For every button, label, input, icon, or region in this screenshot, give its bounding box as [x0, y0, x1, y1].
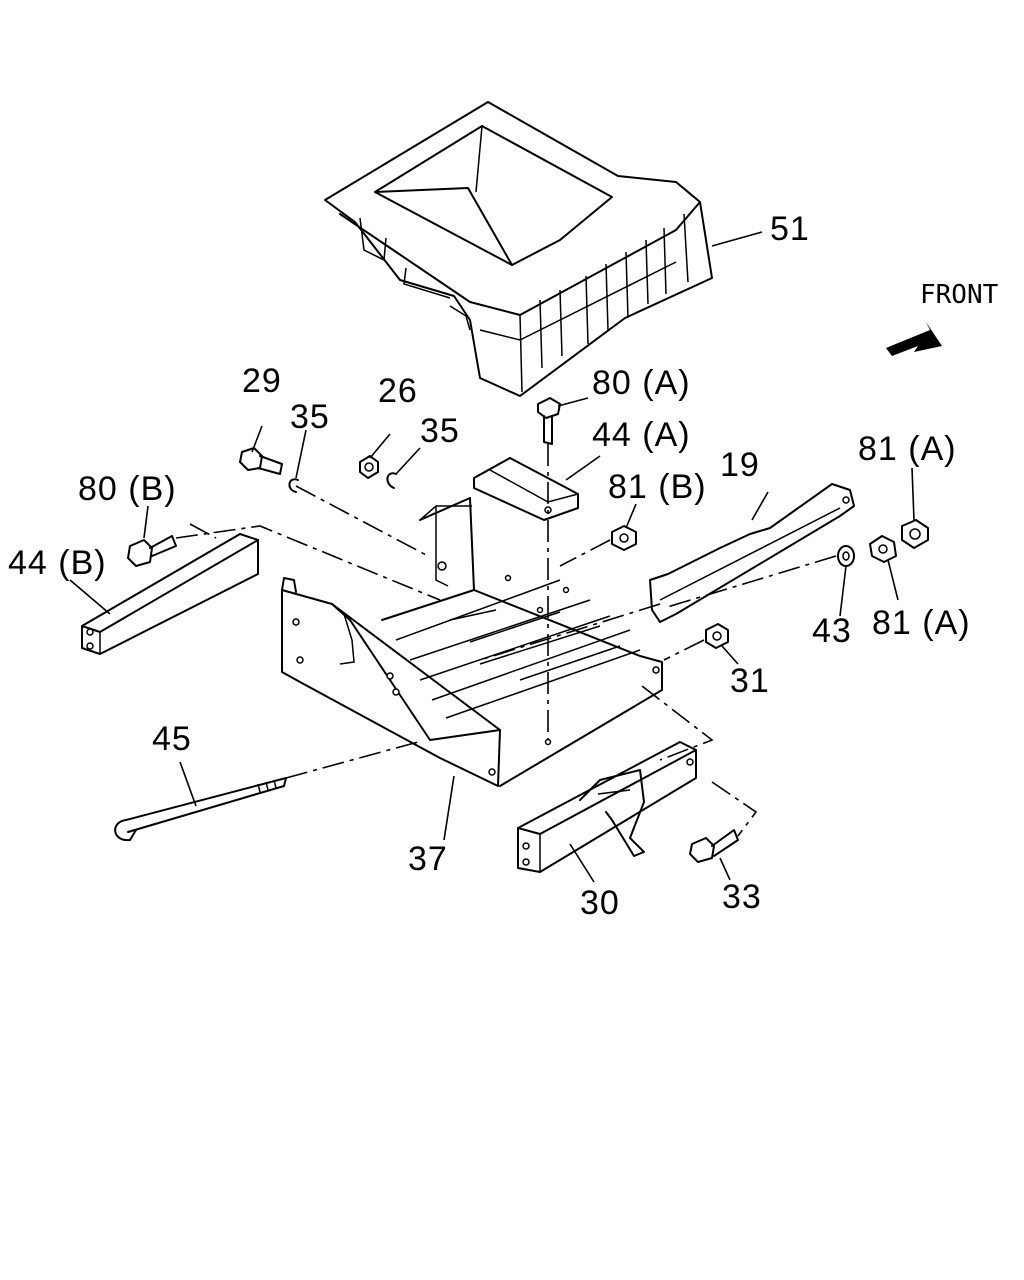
part-81b-nut: [611, 525, 637, 551]
part-51-battery-cover: [324, 101, 713, 397]
part-43-washer: [837, 545, 855, 567]
part-26-nut: [359, 455, 379, 479]
callout-81a-bottom: 81 (A): [872, 604, 971, 642]
callout-80b: 80 (B): [78, 470, 177, 508]
callout-44a: 44 (A): [592, 416, 691, 454]
part-33-bolt: [689, 829, 739, 863]
callout-35-left: 35: [290, 398, 330, 436]
callout-29: 29: [242, 362, 282, 400]
callout-44b: 44 (B): [8, 544, 107, 582]
callout-43: 43: [812, 612, 852, 650]
part-81a-nut-upper: [901, 519, 929, 549]
front-label: FRONT: [920, 280, 999, 310]
part-44a-bracket: [473, 457, 579, 521]
front-direction-arrow: [886, 322, 942, 356]
callout-19: 19: [720, 446, 760, 484]
callout-37: 37: [408, 840, 448, 878]
part-80b-bolt: [127, 535, 177, 567]
assembly-centre-lines: [175, 444, 837, 837]
part-30-front-rail: [517, 741, 697, 873]
part-80a-bolt: [537, 397, 561, 445]
callout-45: 45: [152, 720, 192, 758]
part-29-bolt: [239, 447, 283, 475]
callout-35-right: 35: [420, 412, 460, 450]
callout-31: 31: [730, 662, 770, 700]
callout-leader-lines: [69, 231, 915, 883]
part-35-washer-right: [386, 472, 397, 489]
callout-80a: 80 (A): [592, 364, 691, 402]
part-35-washer-left: [288, 478, 299, 493]
callout-81a-top: 81 (A): [858, 430, 957, 468]
callout-26: 26: [378, 372, 418, 410]
part-45-hook-rod: [114, 777, 287, 842]
part-37-battery-tray: [281, 497, 663, 787]
callout-81b: 81 (B): [608, 468, 707, 506]
part-81a-nut-lower: [869, 535, 897, 563]
part-31-nut: [705, 623, 729, 649]
callout-30: 30: [580, 884, 620, 922]
callout-51: 51: [770, 210, 810, 248]
part-44b-left-rail: [81, 533, 259, 655]
part-19-rail: [649, 483, 855, 623]
callout-33: 33: [722, 878, 762, 916]
